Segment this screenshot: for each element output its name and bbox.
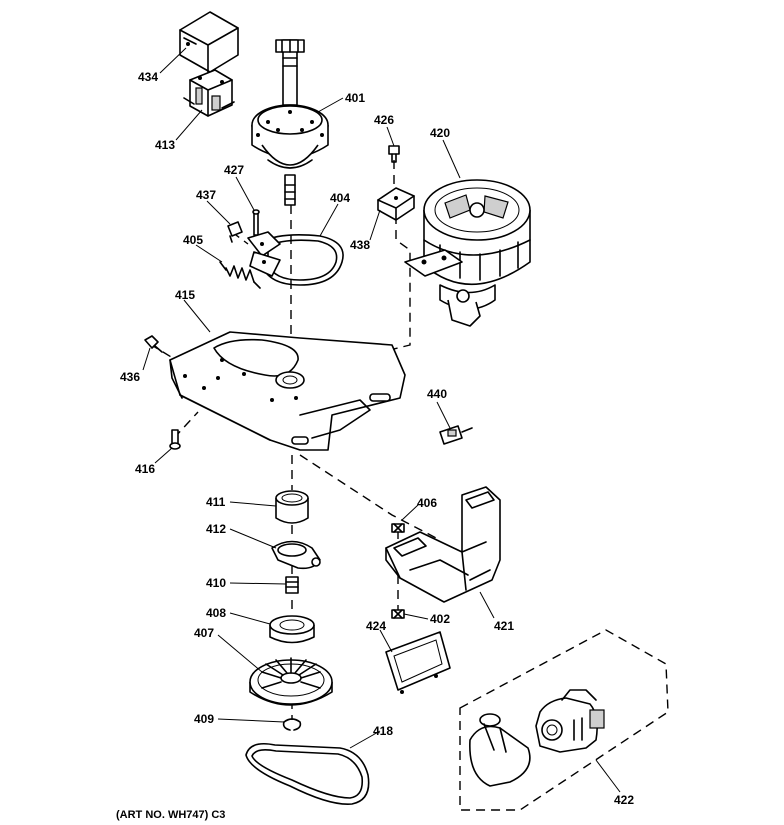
part-408-clutch (269, 615, 315, 644)
part-420-motor (404, 179, 531, 327)
part-404-brake-band (247, 231, 344, 286)
art-number: (ART NO. WH747) C3 (116, 809, 225, 821)
leader-lines (142, 47, 621, 793)
label-415: 415 (175, 288, 195, 302)
label-422: 422 (614, 793, 634, 807)
part-number-labels: 434 413 401 426 420 427 437 404 405 438 … (120, 70, 634, 807)
part-436-screw (144, 335, 163, 353)
label-410: 410 (206, 576, 226, 590)
label-401: 401 (345, 91, 365, 105)
label-440: 440 (427, 387, 447, 401)
part-437-bolt (227, 221, 243, 243)
part-405-spring (219, 261, 261, 289)
part-440-connector (439, 425, 473, 445)
part-402-screw (391, 609, 405, 619)
part-421-pump-bracket (385, 486, 501, 603)
label-405: 405 (183, 233, 203, 247)
part-438-bracket (377, 187, 415, 221)
label-437: 437 (196, 188, 216, 202)
label-402: 402 (430, 612, 450, 626)
part-424-gasket (385, 631, 451, 694)
label-404: 404 (330, 191, 350, 205)
part-426-screw (388, 145, 400, 163)
label-407: 407 (194, 626, 214, 640)
part-401-transmission (251, 39, 329, 206)
part-412-seal (271, 540, 321, 570)
label-420: 420 (430, 126, 450, 140)
label-434: 434 (138, 70, 158, 84)
label-406: 406 (417, 496, 437, 510)
label-421: 421 (494, 619, 514, 633)
label-412: 412 (206, 522, 226, 536)
part-410-collar (285, 576, 299, 594)
label-427: 427 (224, 163, 244, 177)
part-415-mounting-plate (169, 331, 406, 451)
part-422-pump-assembly (459, 629, 669, 811)
label-411: 411 (206, 495, 226, 509)
part-406-screw (391, 523, 405, 533)
part-413-relay (183, 69, 235, 117)
label-436: 436 (120, 370, 140, 384)
part-411-bearing (275, 490, 309, 524)
part-409-retaining-ring (282, 718, 302, 731)
part-407-pulley (249, 657, 333, 706)
label-418: 418 (373, 724, 393, 738)
label-424: 424 (366, 619, 386, 633)
label-409: 409 (194, 712, 214, 726)
label-426: 426 (374, 113, 394, 127)
part-434-relay-cover (179, 11, 239, 73)
label-416: 416 (135, 462, 155, 476)
label-413: 413 (155, 138, 175, 152)
label-438: 438 (350, 238, 370, 252)
part-427-pin (252, 209, 260, 236)
part-416-screw (169, 429, 181, 450)
part-418-belt (245, 742, 370, 805)
label-408: 408 (206, 606, 226, 620)
